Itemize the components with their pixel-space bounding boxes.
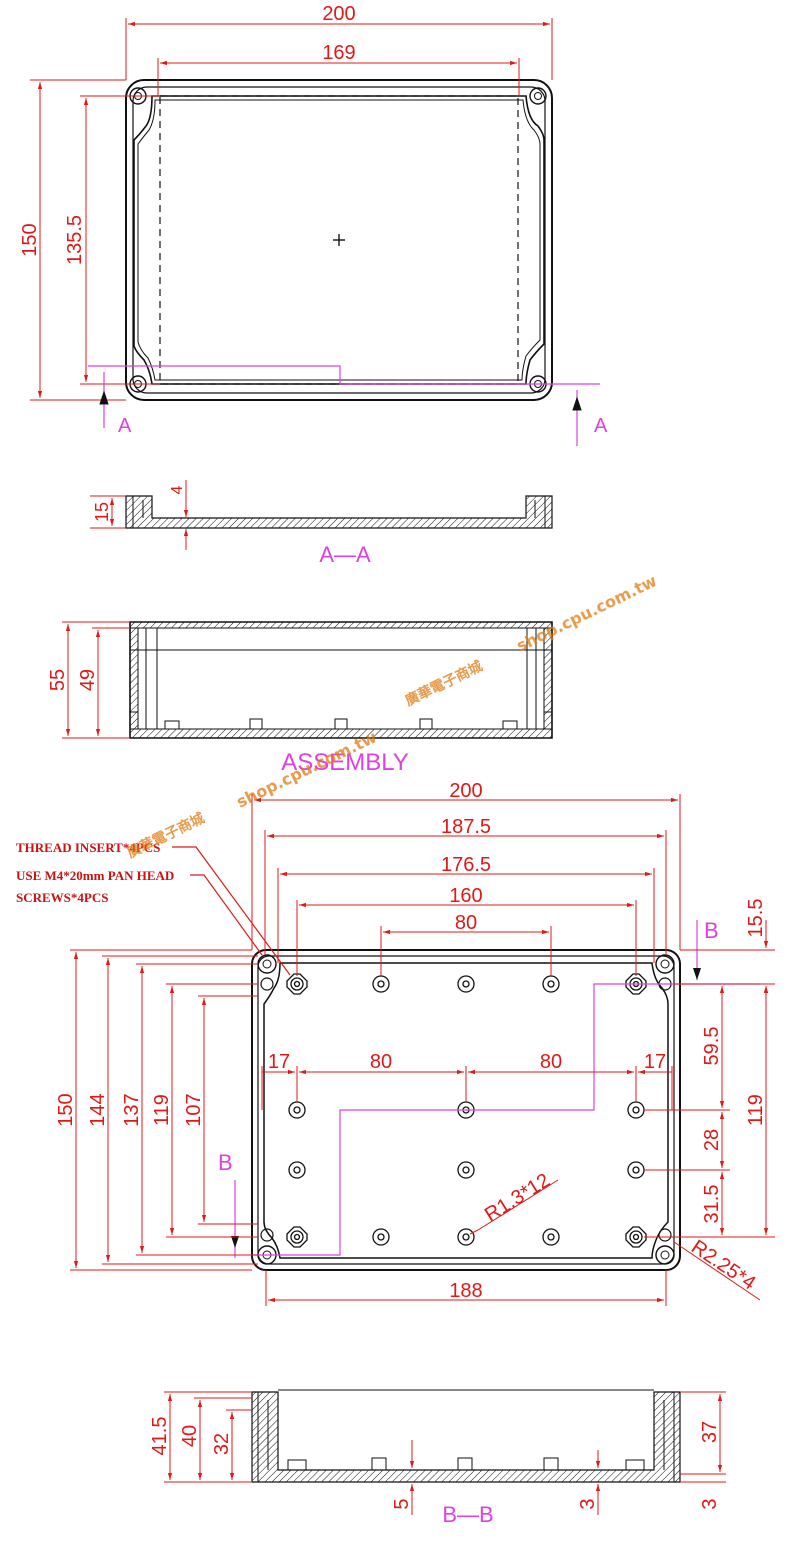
dim-right-59-5: 59.5 (701, 1027, 723, 1066)
watermark: 廣華電子商城 shop.cpu.com.tw 廣華電子商城 shop.cpu.c… (124, 571, 660, 861)
dim-right-17: 17 (644, 1051, 666, 1073)
dim-left-137: 137 (121, 1093, 143, 1126)
dim-bottom-187-5: 187.5 (441, 816, 491, 838)
dim-bb-41-5: 41.5 (149, 1417, 171, 1456)
section-mark-b-left: B (218, 1150, 233, 1175)
section-aa-view: 15 4 A—A (90, 480, 553, 567)
dim-mid-80-b: 80 (540, 1051, 562, 1073)
watermark-text-1: 廣華電子商城 (124, 809, 207, 861)
top-view: 200 169 150 135.5 A A (19, 3, 608, 446)
thread-inserts (286, 973, 647, 1248)
dim-top-height: 150 (19, 223, 41, 256)
section-mark-b-right: B (704, 918, 719, 943)
dim-right-28: 28 (701, 1129, 723, 1151)
dim-assembly-base: 49 (77, 669, 99, 691)
dim-bottom-80: 80 (455, 912, 477, 934)
dim-left-17: 17 (268, 1051, 290, 1073)
dim-top-width: 200 (322, 3, 355, 25)
section-mark-a-right: A (594, 415, 608, 437)
dim-bb-5: 5 (391, 1498, 413, 1509)
dim-top-inner-height: 135.5 (64, 215, 86, 265)
dim-right-15-5: 15.5 (745, 899, 767, 938)
dim-left-150: 150 (55, 1093, 77, 1126)
dim-aa-floor: 4 (169, 485, 186, 494)
dim-bb-37: 37 (699, 1421, 721, 1443)
dim-left-119: 119 (151, 1094, 173, 1126)
assembly-view: 55 49 ASSEMBLY (47, 621, 553, 776)
section-aa-label: A—A (319, 542, 371, 567)
top-view-dimensions (30, 18, 553, 401)
dim-bottom-200: 200 (449, 780, 482, 802)
dim-radius-r1-3: R1.3*12 (481, 1169, 554, 1226)
note-thread-insert: THREAD INSERT*4PCS (16, 840, 160, 855)
section-bb-view: 41.5 40 32 37 5 3 3 B—B (149, 1389, 726, 1527)
dim-bottom-188: 188 (449, 1280, 482, 1302)
note-screws-line2: SCREWS*4PCS (16, 890, 108, 905)
dim-right-31-5: 31.5 (701, 1185, 723, 1224)
watermark-text-4: shop.cpu.com.tw (513, 571, 659, 655)
dim-bottom-160: 160 (449, 885, 482, 907)
dim-radius-r2-25: R2.25*4 (687, 1236, 759, 1295)
dim-assembly-total: 55 (47, 669, 69, 691)
dim-bb-32: 32 (211, 1433, 233, 1455)
dim-aa-height: 15 (92, 502, 112, 522)
dim-top-inner-width: 169 (322, 42, 355, 64)
dim-bottom-176-5: 176.5 (441, 854, 491, 876)
dim-right-119: 119 (745, 1094, 767, 1126)
dim-bb-3-b: 3 (699, 1498, 721, 1509)
dim-bb-40: 40 (179, 1425, 201, 1447)
top-view-outline (125, 79, 553, 401)
dim-left-144: 144 (87, 1093, 109, 1126)
dim-mid-80-a: 80 (370, 1051, 392, 1073)
dim-bb-3-a: 3 (577, 1498, 599, 1509)
assembly-label: ASSEMBLY (281, 749, 409, 776)
note-screws-line1: USE M4*20mm PAN HEAD (16, 868, 174, 883)
section-bb-label: B—B (442, 1502, 493, 1527)
section-line-a (88, 365, 600, 446)
watermark-text-3: 廣華電子商城 (402, 657, 485, 709)
dim-left-107: 107 (183, 1093, 205, 1126)
section-mark-a-left: A (118, 415, 132, 437)
